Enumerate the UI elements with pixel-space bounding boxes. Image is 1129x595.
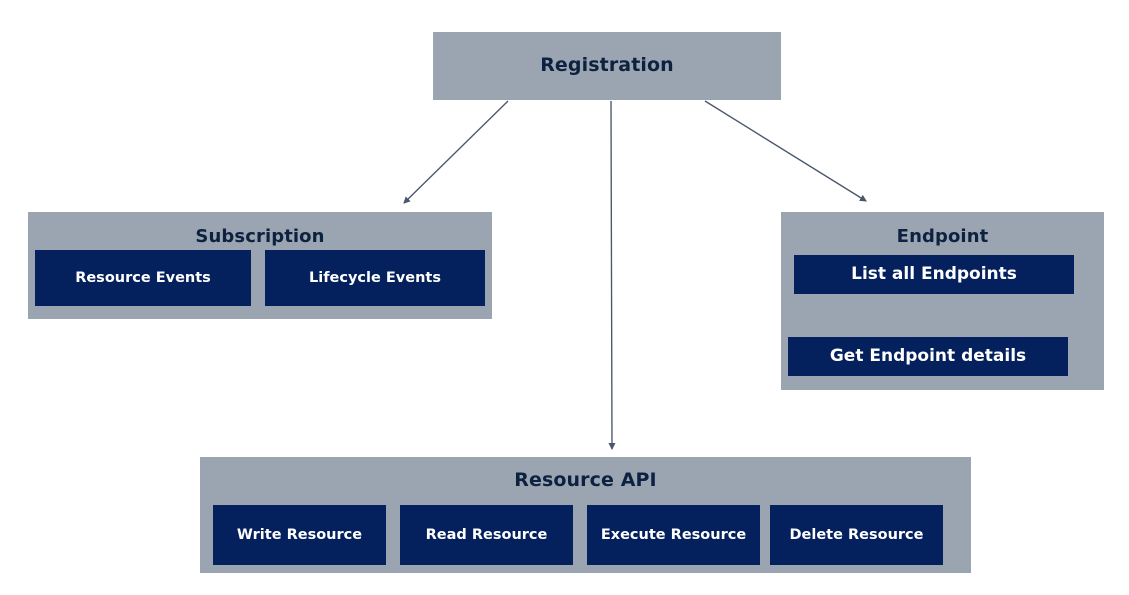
node-execute-resource[interactable]: Execute Resource (587, 505, 760, 565)
group-endpoint-label: Endpoint (896, 226, 989, 247)
node-registration[interactable]: Registration (433, 32, 781, 100)
connector-registration-to-resource-api (608, 100, 616, 451)
group-resource-api[interactable]: Resource API Write Resource Read Resourc… (200, 457, 971, 573)
group-subscription[interactable]: Subscription Resource Events Lifecycle E… (28, 212, 492, 319)
connector-registration-to-subscription (403, 100, 509, 204)
node-delete-resource[interactable]: Delete Resource (770, 505, 943, 565)
connector-registration-to-endpoint (704, 100, 867, 202)
node-registration-label: Registration (540, 54, 674, 76)
node-write-resource[interactable]: Write Resource (213, 505, 386, 565)
node-resource-events[interactable]: Resource Events (35, 250, 251, 306)
group-endpoint[interactable]: Endpoint List all Endpoints Get Endpoint… (781, 212, 1104, 390)
group-resource-api-label: Resource API (514, 469, 657, 491)
group-subscription-label: Subscription (195, 226, 325, 247)
node-list-all-endpoints[interactable]: List all Endpoints (794, 255, 1074, 294)
node-get-endpoint-details[interactable]: Get Endpoint details (788, 337, 1068, 376)
node-read-resource[interactable]: Read Resource (400, 505, 573, 565)
node-lifecycle-events[interactable]: Lifecycle Events (265, 250, 485, 306)
